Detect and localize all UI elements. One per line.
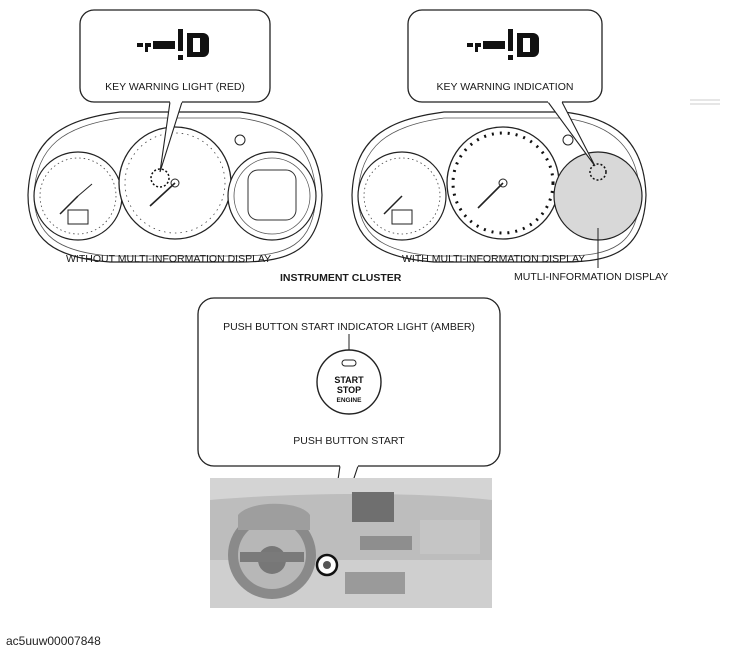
push-button-caption: PUSH BUTTON START <box>293 435 405 447</box>
indicator-label: PUSH BUTTON START INDICATOR LIGHT (AMBER… <box>223 321 475 333</box>
button-text-stop: STOP <box>337 385 361 395</box>
callout-left: KEY WARNING LIGHT (RED) <box>79 9 271 173</box>
section-title: INSTRUMENT CLUSTER <box>280 272 402 284</box>
caption-without-mid: WITHOUT MULTI-INFORMATION DISPLAY <box>66 253 271 265</box>
cluster-with-mid <box>351 111 647 263</box>
start-stop-button-graphic <box>316 349 382 415</box>
callout-left-label: KEY WARNING LIGHT (RED) <box>105 81 245 93</box>
figure-id: ac5uuw00007848 <box>6 634 101 648</box>
callout-right: KEY WARNING INDICATION <box>407 9 603 167</box>
button-text-start: START <box>334 375 364 385</box>
cluster-without-mid <box>27 111 323 263</box>
dashboard-photo <box>210 478 492 608</box>
button-text-engine: ENGINE <box>337 397 363 404</box>
callout-right-label: KEY WARNING INDICATION <box>437 81 574 93</box>
caption-with-mid: WITH MULTI-INFORMATION DISPLAY <box>402 253 585 265</box>
caption-mid: MUTLI-INFORMATION DISPLAY <box>514 271 668 283</box>
amber-indicator-light <box>341 359 357 367</box>
